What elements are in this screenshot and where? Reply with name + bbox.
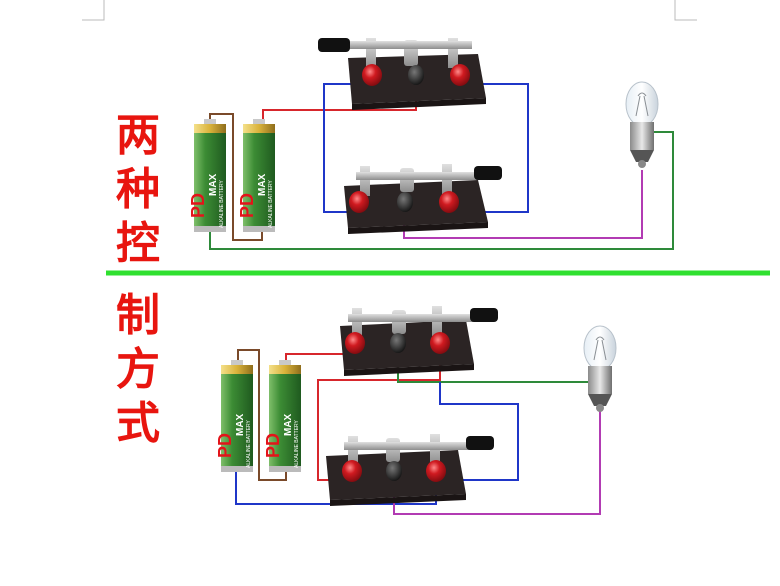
title-char-3: 控 — [116, 218, 160, 269]
top-wire-green — [209, 131, 674, 250]
top-battery-1: PD MAX ALKALINE BATTERY — [188, 119, 226, 232]
title-char-1: 两 — [116, 110, 160, 161]
top-switch-2-terminal-middle — [397, 192, 413, 212]
top-battery-2-type: ALKALINE BATTERY — [268, 179, 274, 228]
bottom-switch-1-terminal-left — [345, 332, 365, 354]
bottom-lamp — [583, 325, 617, 412]
top-switch-1 — [318, 38, 486, 110]
bottom-battery-1: PD MAX ALKALINE BATTERY — [215, 360, 253, 472]
bottom-diagram: PD MAX ALKALINE BATTERY PD MAX ALKALINE … — [215, 306, 617, 515]
bottom-battery-2: PD MAX ALKALINE BATTERY — [263, 360, 301, 472]
top-wire-brown — [209, 113, 263, 241]
bottom-wire-brown — [237, 349, 287, 481]
bottom-battery-1-type: ALKALINE BATTERY — [246, 419, 252, 468]
title-char-2: 种 — [116, 164, 160, 215]
bottom-switch-2-terminal-right — [426, 460, 446, 482]
top-switch-2-terminal-right — [439, 191, 459, 213]
bottom-switch-1-terminal-middle — [390, 333, 406, 353]
bottom-battery-1-model: MAX — [235, 413, 246, 436]
top-switch-2-terminal-left — [349, 191, 369, 213]
bottom-switch-2 — [326, 434, 494, 506]
bottom-switch-2-terminal-middle — [386, 461, 402, 481]
top-switch-1-terminal-right — [450, 64, 470, 86]
top-battery-2: PD MAX ALKALINE BATTERY — [237, 119, 275, 232]
title-char-4: 制 — [116, 290, 160, 341]
top-switch-1-terminal-middle — [408, 65, 424, 85]
bottom-battery-2-type: ALKALINE BATTERY — [294, 419, 300, 468]
top-battery-2-model: MAX — [257, 173, 268, 196]
title-char-5: 方 — [116, 344, 160, 395]
top-wire-blue-right — [450, 83, 529, 213]
bottom-battery-2-model: MAX — [283, 413, 294, 436]
top-switch-2 — [344, 164, 502, 234]
bottom-switch-2-terminal-left — [342, 460, 362, 482]
top-battery-2-brand: PD — [237, 193, 257, 218]
top-battery-1-brand: PD — [188, 193, 208, 218]
top-battery-1-type: ALKALINE BATTERY — [219, 179, 225, 228]
bottom-wire-blue-right — [436, 382, 519, 481]
top-switch-1-terminal-left — [362, 64, 382, 86]
top-diagram: PD MAX ALKALINE BATTERY PD MAX ALKALINE … — [188, 38, 674, 250]
bottom-battery-1-brand: PD — [215, 433, 235, 458]
top-battery-1-model: MAX — [208, 173, 219, 196]
bottom-switch-1-terminal-right — [430, 332, 450, 354]
title-char-6: 式 — [116, 398, 160, 449]
bottom-switch-1 — [340, 306, 498, 376]
bottom-battery-2-brand: PD — [263, 433, 283, 458]
top-lamp — [625, 81, 659, 168]
top-wire-blue-left — [323, 83, 372, 213]
